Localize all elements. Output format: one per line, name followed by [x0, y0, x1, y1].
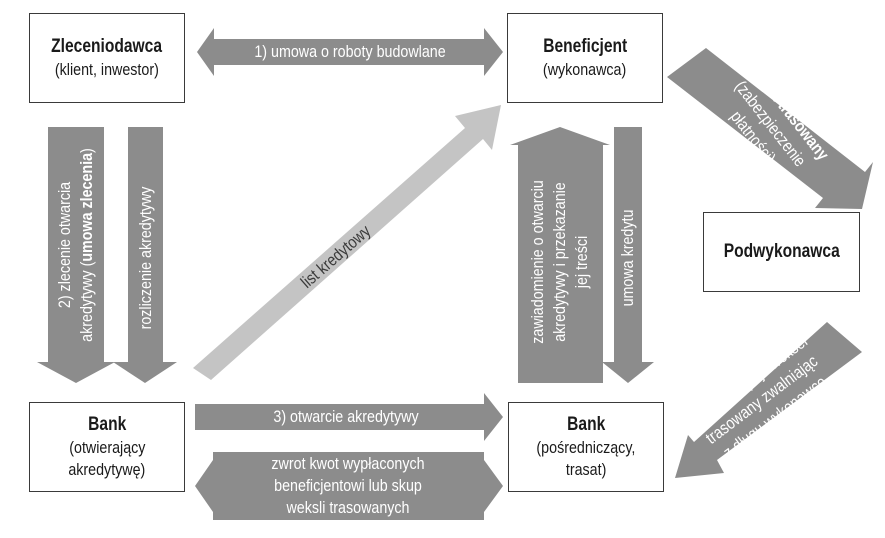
arrow-zwrot	[195, 452, 503, 520]
box-beneficjent-title: Beneficjent	[542, 36, 627, 57]
arrow-zlecenie	[37, 127, 115, 383]
box-bank-otwierajacy-line1: (otwierający	[68, 438, 146, 457]
label-zlecenie-line2: akredytywy (umowa zlecenia)	[76, 148, 98, 342]
box-bank-posredniczacy-title: Bank	[566, 414, 606, 435]
label-zwrot: zwrot kwot wypłaconych beneficjentowi lu…	[271, 453, 424, 519]
arrow-otwarcie	[195, 393, 503, 441]
label-zlecenie: 2) zlecenie otwarcia akredytywy (umowa z…	[54, 148, 98, 342]
label-rozliczenie: rozliczenie akredytywy	[135, 187, 157, 330]
box-podwykonawca: Podwykonawca	[703, 212, 860, 292]
label-umowa-kredytu: umowa kredytu	[617, 210, 639, 307]
box-bank-posredniczacy-line2: trasat)	[565, 460, 607, 479]
box-zleceniodawca-title: Zleceniodawca	[51, 36, 163, 57]
label-zawiadomienie-line3: jej treści	[572, 235, 591, 289]
label-zawiadomienie-line1: zawiadomienie o otwarciu	[528, 180, 547, 344]
label-zawiadomienie-line2: akredytywy i przekazanie	[550, 182, 569, 342]
box-zleceniodawca-subtitle: (klient, inwestor)	[55, 60, 159, 79]
arrow-umowa-kredytu	[602, 127, 654, 383]
box-beneficjent: Beneficjent (wykonawca)	[507, 13, 663, 103]
box-beneficjent-subtitle: (wykonawca)	[543, 60, 627, 79]
box-bank-posredniczacy: Bank (pośredniczący, trasat)	[508, 402, 664, 492]
arrow-list-kredytowy	[193, 105, 501, 380]
label-umowa-roboty: 1) umowa o roboty budowlane	[254, 41, 445, 63]
label-zlecenie-line2-post: )	[77, 148, 96, 153]
label-umowa-kredytu-text: umowa kredytu	[618, 209, 637, 307]
label-umowa-roboty-text: 1) umowa o roboty budowlane	[254, 42, 446, 61]
box-podwykonawca-title: Podwykonawca	[723, 241, 840, 262]
box-bank-otwierajacy-line2: akredytywę)	[68, 460, 146, 479]
label-otwarcie-text: 3) otwarcie akredytywy	[273, 407, 419, 426]
label-rozliczenie-text: rozliczenie akredytywy	[136, 186, 155, 330]
label-zlecenie-line2-bold: umowa zlecenia	[77, 152, 96, 262]
label-zwrot-line1: zwrot kwot wypłaconych	[271, 454, 425, 473]
label-zwrot-line2: beneficjentowi lub skup	[274, 476, 422, 495]
box-bank-posredniczacy-line1: (pośredniczący,	[536, 438, 636, 457]
box-bank-otwierajacy: Bank (otwierający akredytywę)	[29, 402, 185, 492]
label-otwarcie: 3) otwarcie akredytywy	[273, 406, 418, 428]
box-bank-otwierajacy-title: Bank	[87, 414, 127, 435]
label-zwrot-line3: weksli trasowanych	[286, 498, 410, 517]
box-zleceniodawca: Zleceniodawca (klient, inwestor)	[29, 13, 185, 103]
arrow-zawiadomienie	[510, 127, 610, 383]
arrow-weksel	[667, 48, 873, 209]
label-zlecenie-line1: 2) zlecenie otwarcia	[55, 181, 74, 309]
label-zlecenie-line2-pre: akredytywy (	[77, 261, 96, 342]
arrow-rozliczenie	[113, 127, 177, 383]
arrow-umowa-roboty	[197, 28, 503, 76]
label-zawiadomienie: zawiadomienie o otwarciu akredytywy i pr…	[527, 180, 593, 344]
arrow-bank-wykupuje	[675, 322, 862, 478]
